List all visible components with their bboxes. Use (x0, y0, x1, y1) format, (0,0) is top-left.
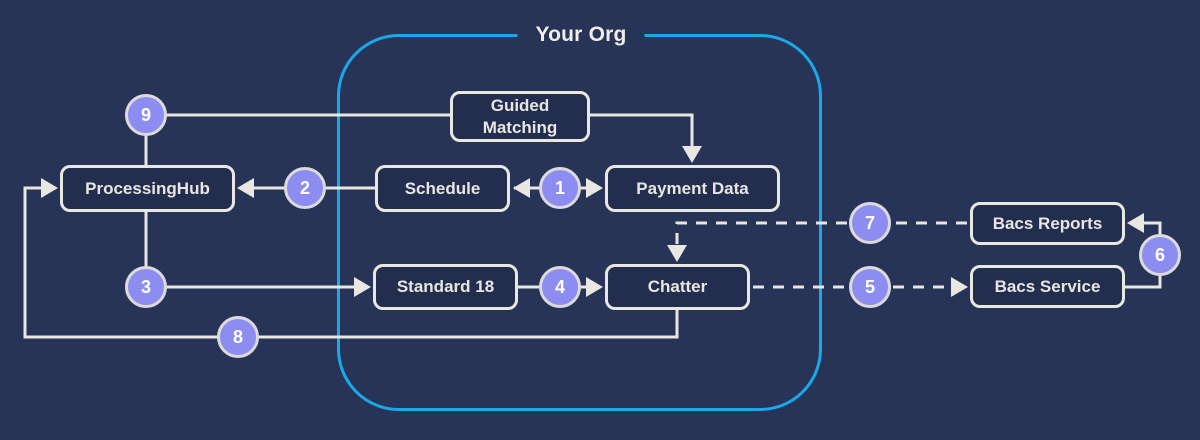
step-badge-3: 3 (125, 266, 167, 308)
node-bacs-reports: Bacs Reports (970, 202, 1125, 245)
edge-6-arrowhead (1127, 213, 1144, 233)
node-bacs-service: Bacs Service (970, 265, 1125, 308)
edge-5-arrowhead (951, 277, 968, 297)
step-badge-8: 8 (217, 316, 259, 358)
step-badge-7: 7 (849, 202, 891, 244)
node-chatter: Chatter (605, 264, 750, 310)
edge-7-arrowhead (667, 245, 687, 262)
edge-2-arrowhead (237, 178, 254, 198)
edge-9-line-left (144, 113, 450, 165)
node-payment-data: Payment Data (605, 165, 780, 212)
edge-8-arrowhead (41, 178, 58, 198)
edge-8-line (23, 186, 679, 339)
edge-4-arrowhead (586, 277, 603, 297)
edge-1-arrowhead-left (513, 178, 530, 198)
step-badge-1: 1 (539, 167, 581, 209)
edge-1-arrowhead-right (586, 178, 603, 198)
step-badge-6: 6 (1139, 234, 1181, 276)
step-badge-4: 4 (539, 266, 581, 308)
edge-3-line (144, 212, 368, 289)
step-badge-9: 9 (125, 94, 167, 136)
edge-9-line-right (590, 113, 694, 160)
edge-3-arrowhead (354, 277, 371, 297)
edge-9-arrowhead (682, 146, 702, 163)
step-badge-5: 5 (849, 266, 891, 308)
your-org-label: Your Org (517, 21, 645, 49)
edge-7-line (675, 221, 967, 257)
step-badge-2: 2 (284, 167, 326, 209)
node-processing-hub: ProcessingHub (60, 165, 235, 212)
node-schedule: Schedule (375, 165, 510, 212)
node-standard-18: Standard 18 (373, 264, 518, 310)
node-guided-matching: Guided Matching (450, 91, 590, 142)
